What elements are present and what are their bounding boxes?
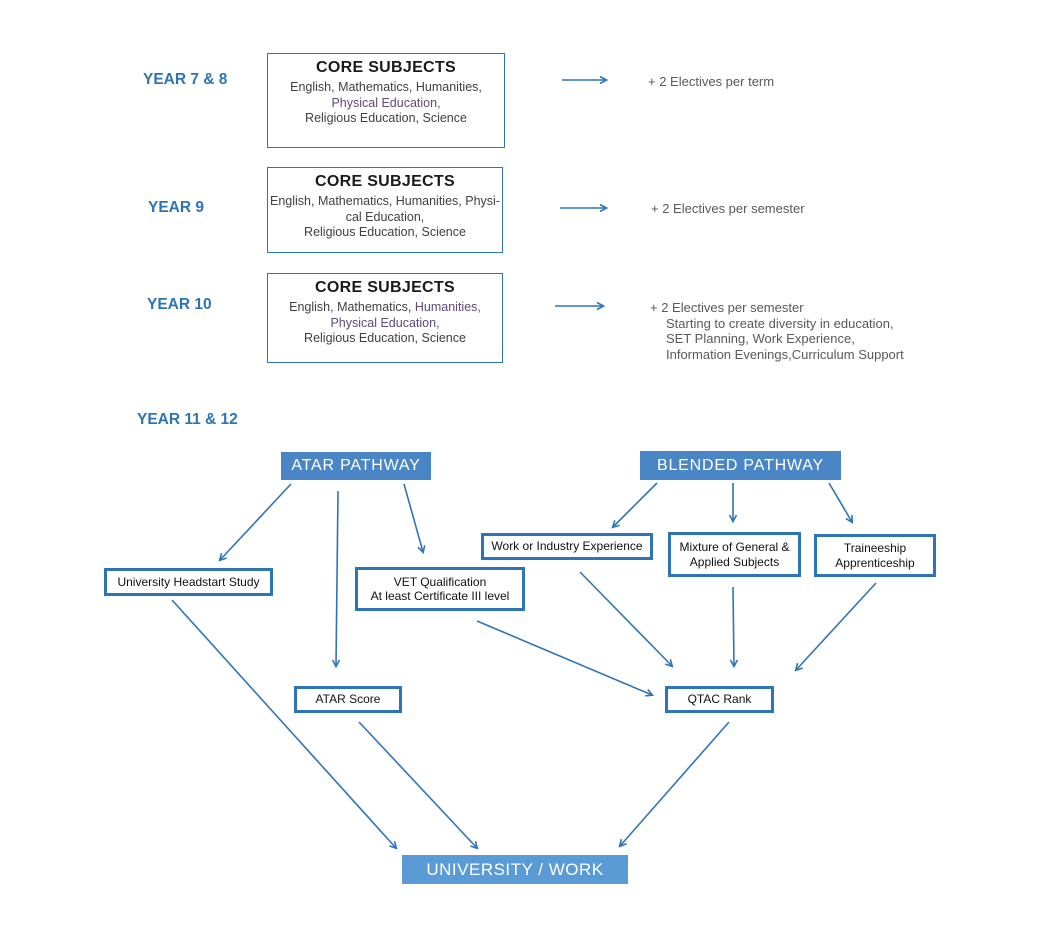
arrow-blended-to-traineeship (828, 482, 852, 522)
arrow-qtac-to-university (620, 721, 730, 846)
electives-line: SET Planning, Work Experience, (666, 331, 855, 346)
core-subjects-box-year-7-8: CORE SUBJECTS English, Mathematics, Huma… (267, 53, 505, 148)
core-subjects-title: CORE SUBJECTS (315, 173, 455, 190)
arrow-atar-to-headstart (220, 483, 292, 560)
arrow-traineeship-to-qtac (796, 582, 877, 670)
core-subjects-title: CORE SUBJECTS (315, 279, 455, 296)
core-subjects-box-year-9: CORE SUBJECTS English, Mathematics, Huma… (267, 167, 503, 253)
electives-year-7-8: + 2 Electives per term (648, 74, 775, 89)
university-work-banner: UNIVERSITY / WORK (402, 855, 628, 884)
traineeship-line: Traineeship (843, 541, 907, 555)
arrow-mixture-to-qtac (733, 586, 734, 666)
arrow-vet-to-qtac (476, 620, 652, 695)
university-headstart-study-box: University Headstart Study (104, 568, 273, 596)
core-subjects-line: Religious Education, Science (304, 331, 466, 345)
year-7-8-label: YEAR 7 & 8 (143, 71, 228, 88)
arrow-blended-to-work (613, 482, 658, 527)
core-subjects-line: Religious Education, Science (305, 111, 467, 125)
work-or-industry-experience-box: Work or Industry Experience (481, 533, 653, 560)
core-subjects-line: cal Education, (345, 209, 425, 224)
arrow-atarscore-to-university (358, 721, 477, 848)
core-subjects-line: English, Mathematics, Humanities, (290, 80, 482, 94)
arrow-headstart-to-university (171, 599, 396, 848)
electives-year-10: + 2 Electives per semester Starting to c… (650, 300, 904, 362)
blended-pathway-banner: BLENDED PATHWAY (640, 451, 841, 480)
vet-line: At least Certificate III level (370, 589, 510, 603)
year-9-label: YEAR 9 (148, 199, 204, 216)
arrow-work-to-qtac (579, 571, 672, 666)
core-subjects-line: Physical Education, (330, 315, 440, 330)
vet-line: VET Qualification (393, 574, 487, 589)
vet-qualification-box: VET Qualification At least Certificate I… (355, 567, 525, 611)
core-subjects-title: CORE SUBJECTS (316, 59, 456, 76)
atar-pathway-banner: ATAR PATHWAY (281, 452, 431, 480)
arrow-atar-to-atarscore (336, 490, 338, 666)
qtac-rank-box: QTAC Rank (665, 686, 774, 713)
core-subjects-box-year-10: CORE SUBJECTS English, Mathematics, Huma… (267, 273, 503, 363)
electives-line: + 2 Electives per semester (650, 300, 804, 315)
traineeship-line: Apprenticeship (835, 555, 915, 570)
mixture-general-applied-box: Mixture of General & Applied Subjects (668, 532, 801, 577)
arrow-atar-to-vet (403, 483, 423, 552)
core-subjects-line: Religious Education, Science (304, 225, 466, 239)
atar-score-box: ATAR Score (294, 686, 402, 713)
mixture-line: Mixture of General & (679, 540, 790, 554)
core-subjects-line: Physical Education, (331, 95, 441, 110)
electives-year-9: + 2 Electives per semester (651, 201, 805, 216)
mixture-line: Applied Subjects (689, 554, 780, 569)
traineeship-apprenticeship-box: Traineeship Apprenticeship (814, 534, 936, 577)
year-10-label: YEAR 10 (147, 296, 212, 313)
core-subjects-line: English, Mathematics, Humanities, (289, 300, 481, 314)
electives-line: Information Evenings,Curriculum Support (666, 346, 904, 362)
year-11-12-label: YEAR 11 & 12 (137, 411, 238, 428)
core-subjects-line: English, Mathematics, Humanities, Physi- (270, 194, 500, 208)
electives-line: Starting to create diversity in educatio… (666, 315, 894, 331)
